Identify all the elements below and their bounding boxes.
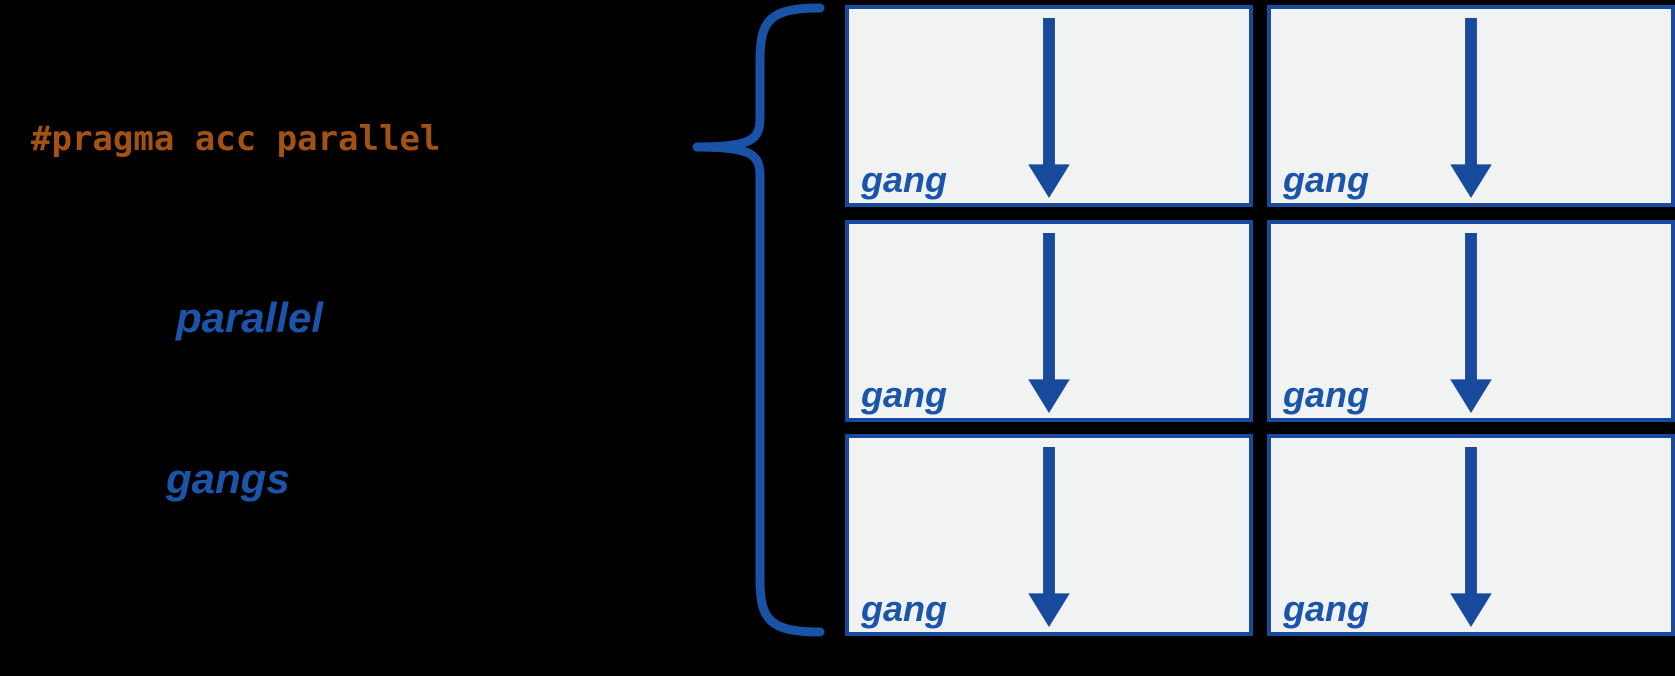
down-arrow-icon — [1450, 447, 1492, 627]
gang-box-label: gang — [861, 588, 947, 629]
gang-box: gang — [1267, 434, 1675, 636]
gang-grid: gang gang gang gang gang gang — [845, 5, 1675, 636]
gang-box: gang — [845, 5, 1253, 207]
gang-box-label: gang — [1283, 159, 1369, 200]
pragma-code-label: #pragma acc parallel — [31, 119, 441, 159]
gang-box-label: gang — [861, 159, 947, 200]
down-arrow-icon — [1450, 18, 1492, 198]
down-arrow-icon — [1028, 447, 1070, 627]
down-arrow-icon — [1028, 233, 1070, 413]
gang-box-label: gang — [1283, 588, 1369, 629]
gang-box: gang — [845, 220, 1253, 422]
parallel-construct-label: parallel — [176, 294, 324, 341]
gang-box-label: gang — [861, 374, 947, 415]
gang-box-label: gang — [1283, 374, 1369, 415]
gangs-label: gangs — [166, 455, 290, 502]
gang-box: gang — [845, 434, 1253, 636]
down-arrow-icon — [1028, 18, 1070, 198]
gang-box: gang — [1267, 5, 1675, 207]
left-curly-brace-icon — [692, 3, 825, 637]
gang-box: gang — [1267, 220, 1675, 422]
down-arrow-icon — [1450, 233, 1492, 413]
